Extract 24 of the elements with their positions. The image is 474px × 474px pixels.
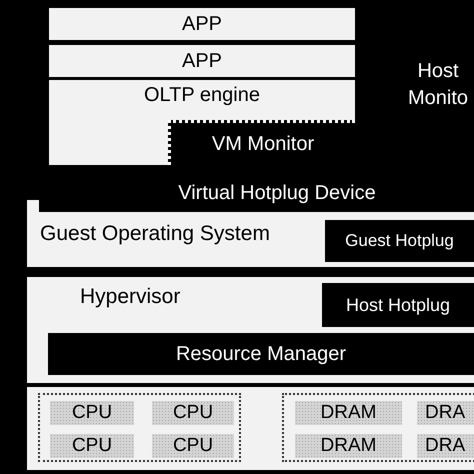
side-label: Host Monito	[406, 59, 470, 111]
layer-title: Guest Operating System	[40, 222, 270, 246]
guest-hotplug-box: Guest Hotplug	[325, 220, 474, 262]
monitor-box: VM Monitor	[168, 120, 355, 165]
app-layer-box: APP	[49, 8, 355, 40]
layer-title: Hypervisor	[80, 285, 180, 309]
cpu-block: CPU	[50, 434, 134, 458]
hardware-layer	[27, 387, 474, 470]
host-hotplug-box: Host Hotplug	[322, 283, 474, 327]
cpu-block: CPU	[50, 401, 134, 425]
hypervisor-layer	[27, 277, 474, 383]
app-layer-box: APP	[49, 45, 355, 77]
side-label: Virtual Hotplug Device	[177, 181, 377, 206]
cpu-block: CPU	[152, 434, 234, 458]
dram-block: DRAM	[295, 401, 402, 425]
dram-block: DRAM	[295, 434, 402, 458]
cpu-group-frame	[38, 393, 241, 462]
dram-group-frame	[282, 393, 474, 462]
dram-block: DRA	[417, 401, 474, 425]
resource-manager-box: Resource Manager	[48, 333, 474, 375]
layer-title: OLTP engine	[142, 84, 261, 107]
dram-block: DRA	[417, 434, 474, 458]
cpu-block: CPU	[152, 401, 234, 425]
engine-layer-box	[49, 80, 355, 165]
